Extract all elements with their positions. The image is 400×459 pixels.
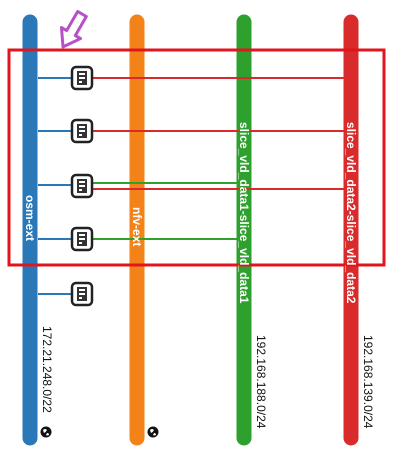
globe-icon	[40, 426, 52, 438]
connections	[38, 77, 344, 295]
server-icon[interactable]	[70, 173, 94, 199]
network-cidr-data1: 192.168.188.0/24	[254, 335, 268, 429]
network-cidr-data2: 192.168.139.0/24	[361, 335, 375, 429]
network-cidr-osm-ext: 172.21.248.0/22	[40, 326, 54, 413]
globe-icon	[147, 426, 159, 438]
network-bars	[22, 14, 359, 446]
network-name-nfv-ext: nfv-ext	[130, 207, 144, 247]
annotation-arrow-icon	[59, 10, 88, 49]
server-icon[interactable]	[70, 281, 94, 307]
server-icons	[70, 65, 94, 307]
server-icon[interactable]	[70, 65, 94, 91]
server-icon[interactable]	[70, 226, 94, 252]
network-name-osm-ext: osm-ext	[23, 195, 37, 242]
selection-highlight-box	[7, 48, 386, 267]
server-icon[interactable]	[70, 118, 94, 144]
network-name-data1: slice_vld_data1-slice_vld_data1	[237, 122, 251, 304]
network-name-data2: slice_vld_data2-slice_vld_data2	[344, 122, 358, 304]
